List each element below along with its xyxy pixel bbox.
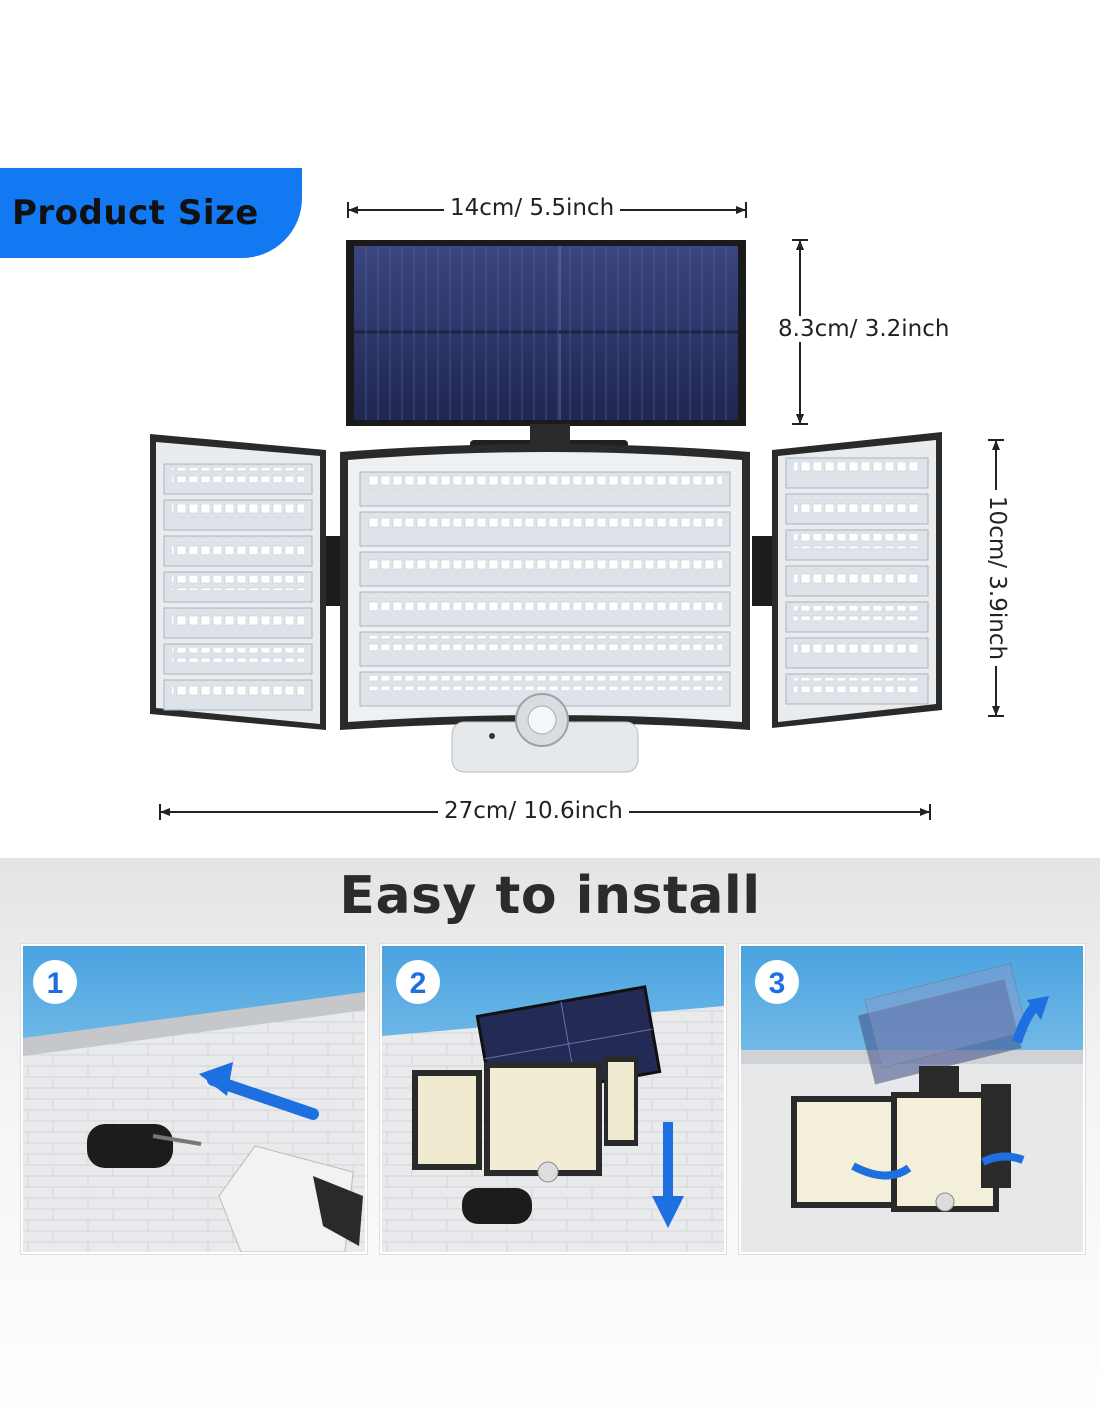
rotate-arrow-icon xyxy=(851,1162,912,1180)
step-number-1: 1 xyxy=(47,967,64,1000)
product-size-label: Product Size xyxy=(12,193,259,233)
solar-panel xyxy=(346,240,746,426)
install-step-2: 2 xyxy=(380,944,726,1254)
wall-bracket-icon xyxy=(87,1124,173,1168)
center-light-panel xyxy=(340,444,750,773)
install-step-3: 3 xyxy=(739,944,1085,1254)
wall-bracket-icon xyxy=(462,1188,532,1224)
install-step-1: 1 xyxy=(21,944,367,1254)
left-light-panel xyxy=(150,434,350,730)
panel-width-label: 14cm/ 5.5inch xyxy=(444,195,621,221)
total-width-label: 27cm/ 10.6inch xyxy=(438,798,629,824)
panel-height-label: 8.3cm/ 3.2inch xyxy=(772,316,956,342)
solar-light-product-image xyxy=(150,240,942,773)
right-light-panel xyxy=(752,432,942,728)
step-number-2: 2 xyxy=(410,967,427,1000)
arrow-left-icon xyxy=(207,1074,319,1120)
install-title: Easy to install xyxy=(339,866,761,926)
drill-icon xyxy=(218,1145,354,1252)
step-number-3: 3 xyxy=(769,967,786,1000)
product-size-badge: Product Size xyxy=(0,168,302,258)
light-height-label: 10cm/ 3.9inch xyxy=(984,489,1011,667)
